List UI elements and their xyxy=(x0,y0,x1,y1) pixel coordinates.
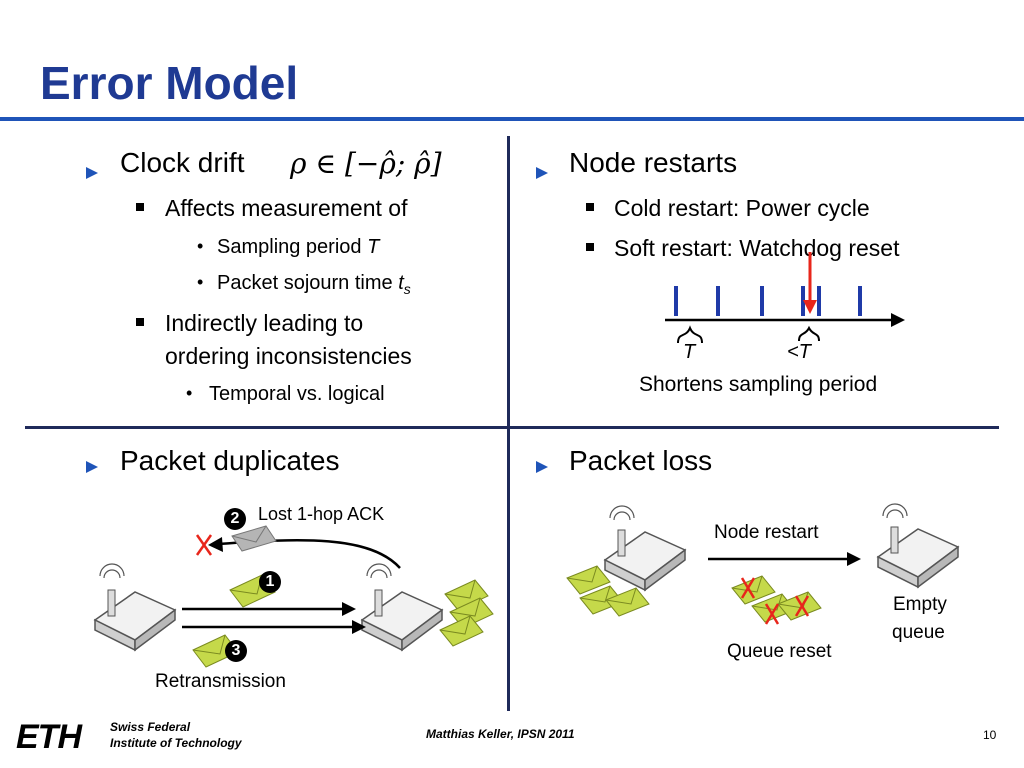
affects-measurement-label: Affects measurement of xyxy=(165,195,408,221)
var-s: s xyxy=(403,281,411,297)
sojourn-time-text: Packet sojourn time xyxy=(217,272,393,294)
receiver-node-icon xyxy=(876,503,960,589)
indirectly-line1: Indirectly leading to xyxy=(165,310,364,336)
page-number: 10 xyxy=(983,728,997,742)
right-node-icon xyxy=(360,563,444,652)
lost-ack-envelope-icon xyxy=(231,525,277,552)
title-rule xyxy=(0,117,1024,121)
vertical-divider xyxy=(507,136,510,711)
lost-ack-label: Lost 1-hop ACK xyxy=(258,504,385,524)
step-badge-2: 2 xyxy=(224,508,246,530)
bullet-arrow-icon xyxy=(86,167,98,179)
label-T: T xyxy=(683,341,696,363)
footer-author: Matthias Keller, IPSN 2011 xyxy=(426,727,575,741)
empty-queue-line1: Empty xyxy=(893,594,947,615)
packet-loss-heading: Packet loss xyxy=(569,445,713,476)
soft-restart-item: Soft restart: Watchdog reset xyxy=(614,235,900,261)
cross-icon xyxy=(740,577,810,625)
bullet-square-icon xyxy=(586,243,594,251)
left-node-icon xyxy=(93,563,177,652)
sojourn-time-item: Packet sojourn time ts xyxy=(217,272,411,299)
retransmission-label: Retransmission xyxy=(155,671,286,692)
timeline-arrowhead xyxy=(891,313,905,327)
slide-title: Error Model xyxy=(40,57,299,109)
shortens-caption: Shortens sampling period xyxy=(639,373,878,396)
brace-T xyxy=(677,325,703,344)
node-restart-label: Node restart xyxy=(714,522,819,543)
sender-node-icon xyxy=(603,505,687,592)
sampling-period-item: Sampling period T xyxy=(217,236,379,259)
bullet-square-icon xyxy=(136,203,144,211)
packet-duplicates-heading: Packet duplicates xyxy=(120,445,340,476)
cold-restart-item: Cold restart: Power cycle xyxy=(614,195,870,221)
bullet-dot-icon: • xyxy=(197,236,204,256)
institution-line2: Institute of Technology xyxy=(110,736,242,750)
indirectly-line2: ordering inconsistencies xyxy=(165,343,412,369)
clock-drift-heading: Clock drift xyxy=(120,147,245,178)
bullet-dot-icon: • xyxy=(186,383,193,403)
bullet-square-icon xyxy=(136,318,144,326)
cross-icon xyxy=(195,534,213,556)
var-T: T xyxy=(367,236,380,258)
node-restarts-heading: Node restarts xyxy=(569,147,738,178)
envelope-stack-icon xyxy=(439,579,494,647)
sampling-period-text: Sampling period xyxy=(217,236,362,258)
bullet-dot-icon: • xyxy=(197,272,204,292)
clock-drift-formula: ρ ∈ [−ρ̂; ρ̂] xyxy=(290,147,442,180)
restart-arrowhead xyxy=(803,300,817,314)
brace-lt-T xyxy=(798,325,820,342)
bullet-arrow-icon xyxy=(536,167,548,179)
eth-logo: ETH xyxy=(16,718,82,756)
empty-queue-line2: queue xyxy=(892,622,945,643)
bullet-arrow-icon xyxy=(536,461,548,473)
bullet-arrow-icon xyxy=(86,461,98,473)
horizontal-divider xyxy=(25,426,999,429)
step-badge-3: 3 xyxy=(225,640,247,662)
institution-line1: Swiss Federal xyxy=(110,720,191,734)
var-t: t xyxy=(398,272,404,294)
label-lt-T: <T xyxy=(787,341,811,363)
sender-queue-envelopes-icon xyxy=(566,565,650,617)
queue-reset-label: Queue reset xyxy=(727,641,832,662)
step-badge-1: 1 xyxy=(259,571,281,593)
bullet-square-icon xyxy=(586,203,594,211)
temporal-logical-item: Temporal vs. logical xyxy=(209,383,385,405)
